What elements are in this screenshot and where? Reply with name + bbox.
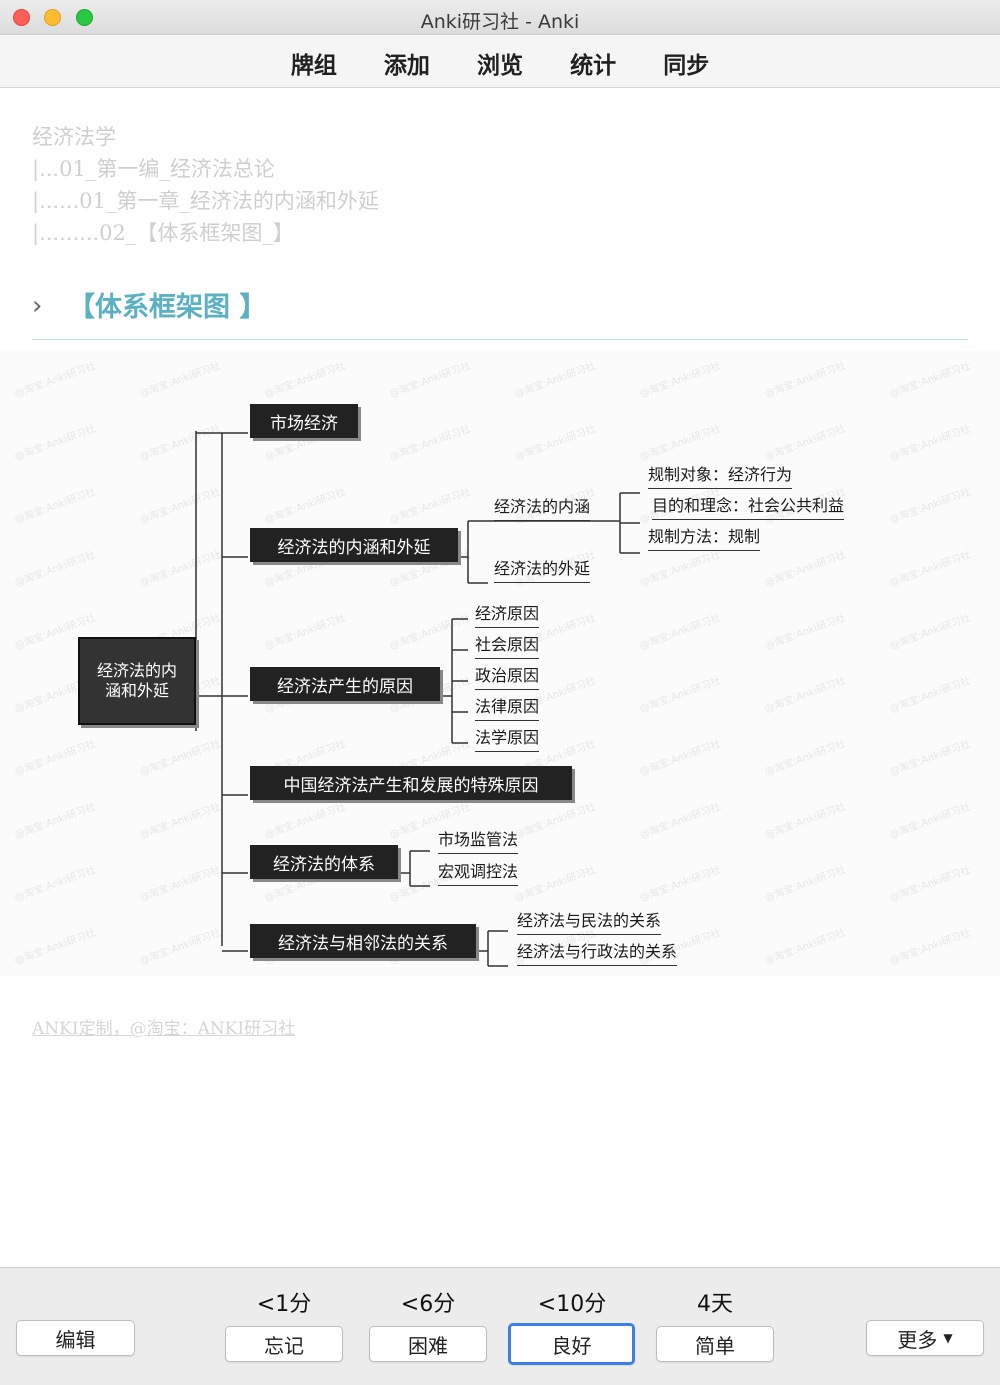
footer-credit-link[interactable]: ANKI定制，@淘宝：ANKI研习社 (32, 1019, 296, 1039)
mindmap-branch-label: 市场经济 (270, 413, 338, 434)
minimize-window-button[interactable] (44, 9, 61, 26)
mindmap-branch-node: 经济法产生的原因 (250, 667, 440, 701)
edit-button[interactable]: 编辑 (16, 1320, 135, 1356)
mindmap-leaf: 宏观调控法 (438, 858, 519, 886)
answer-bar: 编辑 <1分 <6分 <10分 4天 忘记 困难 良好 简单 更多 ▼ (0, 1267, 1000, 1385)
toolbar-stats[interactable]: 统计 (570, 53, 617, 79)
section-title: 【体系框架图 】 (68, 292, 267, 323)
mindmap-leaf: 经济法的外延 (494, 555, 591, 583)
breadcrumb: 经济法学 |...01_第一编_经济法总论 |......01_第一章_经济法的… (32, 121, 379, 249)
mindmap-leaf: 法学原因 (475, 724, 540, 752)
title-bar: Anki研习社 - Anki (0, 0, 1000, 35)
breadcrumb-line: 经济法学 (32, 125, 116, 149)
chevron-right-icon[interactable]: › (32, 291, 43, 321)
mindmap-branch-label: 经济法与相邻法的关系 (278, 933, 448, 954)
easy-interval: 4天 (697, 1292, 733, 1317)
breadcrumb-line: |...01_第一编_经济法总论 (32, 157, 275, 181)
zoom-window-button[interactable] (76, 9, 93, 26)
mindmap-branch-label: 经济法的体系 (273, 854, 375, 875)
toolbar-decks[interactable]: 牌组 (290, 53, 337, 79)
close-window-button[interactable] (13, 9, 30, 26)
mindmap-branch-label: 中国经济法产生和发展的特殊原因 (283, 775, 539, 796)
mindmap-leaf: 目的和理念：社会公共利益 (652, 492, 845, 520)
mindmap-leaf: 经济法与行政法的关系 (517, 938, 678, 966)
mindmap-branch-node: 市场经济 (250, 404, 358, 438)
heading-divider (32, 339, 968, 340)
good-button[interactable]: 良好 (508, 1323, 635, 1365)
mindmap-branch-node: 经济法的内涵和外延 (250, 528, 458, 562)
hard-interval: <6分 (400, 1292, 456, 1317)
mindmap-branch-label: 经济法产生的原因 (277, 676, 413, 697)
more-button[interactable]: 更多 ▼ (866, 1320, 984, 1356)
again-button[interactable]: 忘记 (225, 1326, 343, 1362)
mindmap-leaf: 法律原因 (475, 693, 540, 721)
mindmap-leaf: 经济法与民法的关系 (517, 907, 662, 935)
mindmap-leaf: 经济法的内涵 (494, 493, 591, 521)
mindmap-connectors (195, 431, 640, 967)
window-title: Anki研习社 - Anki (420, 11, 580, 33)
mindmap-branch-node: 经济法与相邻法的关系 (250, 924, 476, 958)
more-button-label: 更多 (897, 1327, 938, 1352)
toolbar-add[interactable]: 添加 (383, 53, 430, 79)
mindmap-leaf: 经济原因 (475, 600, 540, 628)
toolbar-sync[interactable]: 同步 (663, 53, 710, 79)
hard-button[interactable]: 困难 (369, 1326, 487, 1362)
mindmap-leaf: 规制对象：经济行为 (648, 461, 793, 489)
good-interval: <10分 (537, 1292, 607, 1317)
mindmap-leaf: 政治原因 (475, 662, 540, 690)
breadcrumb-line: |.........02_【体系框架图_】 (32, 221, 294, 245)
mindmap-root-label: 经济法的内涵和外延 (96, 661, 177, 700)
main-toolbar: 牌组 添加 浏览 统计 同步 (0, 36, 1000, 88)
again-interval: <1分 (256, 1292, 312, 1317)
toolbar-browse[interactable]: 浏览 (477, 53, 523, 79)
easy-button[interactable]: 简单 (656, 1326, 774, 1362)
mindmap-leaf: 市场监管法 (438, 826, 519, 854)
mindmap-branch-label: 经济法的内涵和外延 (277, 537, 431, 558)
caret-down-icon: ▼ (943, 1331, 953, 1345)
mindmap-root-node: 经济法的内涵和外延 (78, 637, 196, 725)
mindmap-leaf: 社会原因 (475, 631, 540, 659)
mindmap-leaf: 规制方法：规制 (648, 523, 761, 551)
mindmap-branch-node: 经济法的体系 (250, 845, 398, 879)
mindmap-image: @淘宝:Anki研习社@淘宝:Anki研习社@淘宝:Anki研习社@淘宝:Ank… (0, 351, 1000, 976)
breadcrumb-line: |......01_第一章_经济法的内涵和外延 (32, 189, 379, 213)
mindmap-branch-node: 中国经济法产生和发展的特殊原因 (250, 766, 572, 800)
card-content: 经济法学 |...01_第一编_经济法总论 |......01_第一章_经济法的… (0, 89, 1000, 1267)
